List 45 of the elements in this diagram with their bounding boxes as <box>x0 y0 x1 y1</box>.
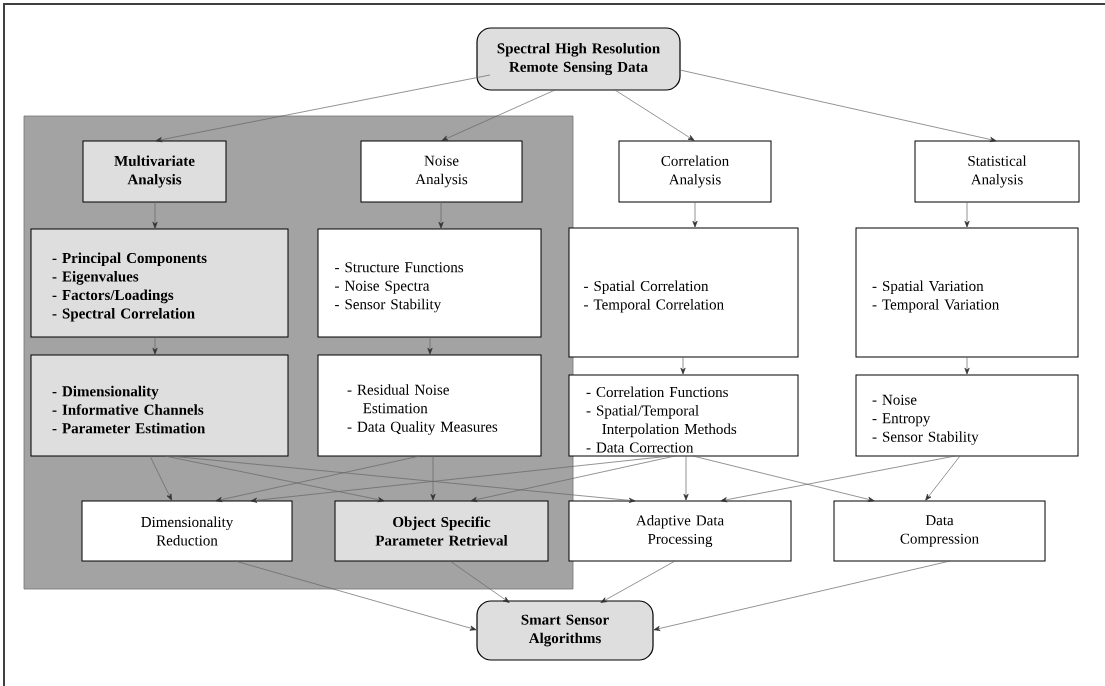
arrow <box>164 455 385 503</box>
arrow <box>155 74 491 143</box>
arrow <box>430 455 436 501</box>
arrow <box>720 455 956 503</box>
arrow <box>152 336 158 355</box>
arrow <box>683 455 689 501</box>
rounded-box: Smart Sensor Algorithms <box>476 600 654 661</box>
list-box: - Correlation Functions - Spatial/Temporal Interpolation Methods - Data Correction <box>568 374 799 457</box>
rounded-box: Spectral High Resolution Remote Sensing Data <box>476 27 681 91</box>
process-box: Correlation Analysis <box>618 140 772 203</box>
arrow <box>470 455 676 503</box>
arrow <box>964 201 970 228</box>
arrow <box>438 201 444 229</box>
process-box: Multivariate Analysis <box>82 140 227 203</box>
arrow <box>692 455 875 502</box>
list-box: - Residual Noise Estimation - Data Quality Measures <box>317 354 542 457</box>
process-box: Adaptive Data Processing <box>568 500 792 562</box>
arrow <box>925 455 961 501</box>
arrow <box>614 89 695 141</box>
list-box: - Spatial Variation - Temporal Variation <box>855 227 1079 358</box>
arrow <box>215 455 421 503</box>
process-box: Dimensionality Reduction <box>81 500 293 562</box>
arrow <box>600 560 676 603</box>
arrow <box>169 455 636 503</box>
arrow <box>149 455 172 501</box>
process-box: Noise Analysis <box>360 140 523 203</box>
arrow <box>250 455 671 503</box>
arrow <box>680 356 686 375</box>
arrow <box>449 560 510 603</box>
arrow <box>692 201 698 228</box>
arrow <box>964 356 970 375</box>
arrow <box>234 560 477 631</box>
arrow <box>679 69 997 142</box>
arrow <box>152 201 158 229</box>
list-box: - Dimensionality - Informative Channels - Parameter Estimation <box>30 354 289 457</box>
process-box: Object Specific Parameter Retrieval <box>334 500 549 562</box>
list-box: - Structure Functions - Noise Spectra - Sensor Stability <box>317 228 542 338</box>
list-box: - Noise - Entropy - Sensor Stability <box>855 374 1079 457</box>
process-box: Statistical Analysis <box>914 140 1080 203</box>
arrow <box>441 89 556 141</box>
list-box: - Spatial Correlation - Temporal Correlation <box>568 227 799 358</box>
process-box: Data Compression <box>833 500 1046 562</box>
list-box: - Principal Components - Eigenvalues - Factors/Loadings - Spectral Correlation <box>30 228 289 338</box>
arrow <box>653 560 951 631</box>
arrow <box>427 336 433 355</box>
